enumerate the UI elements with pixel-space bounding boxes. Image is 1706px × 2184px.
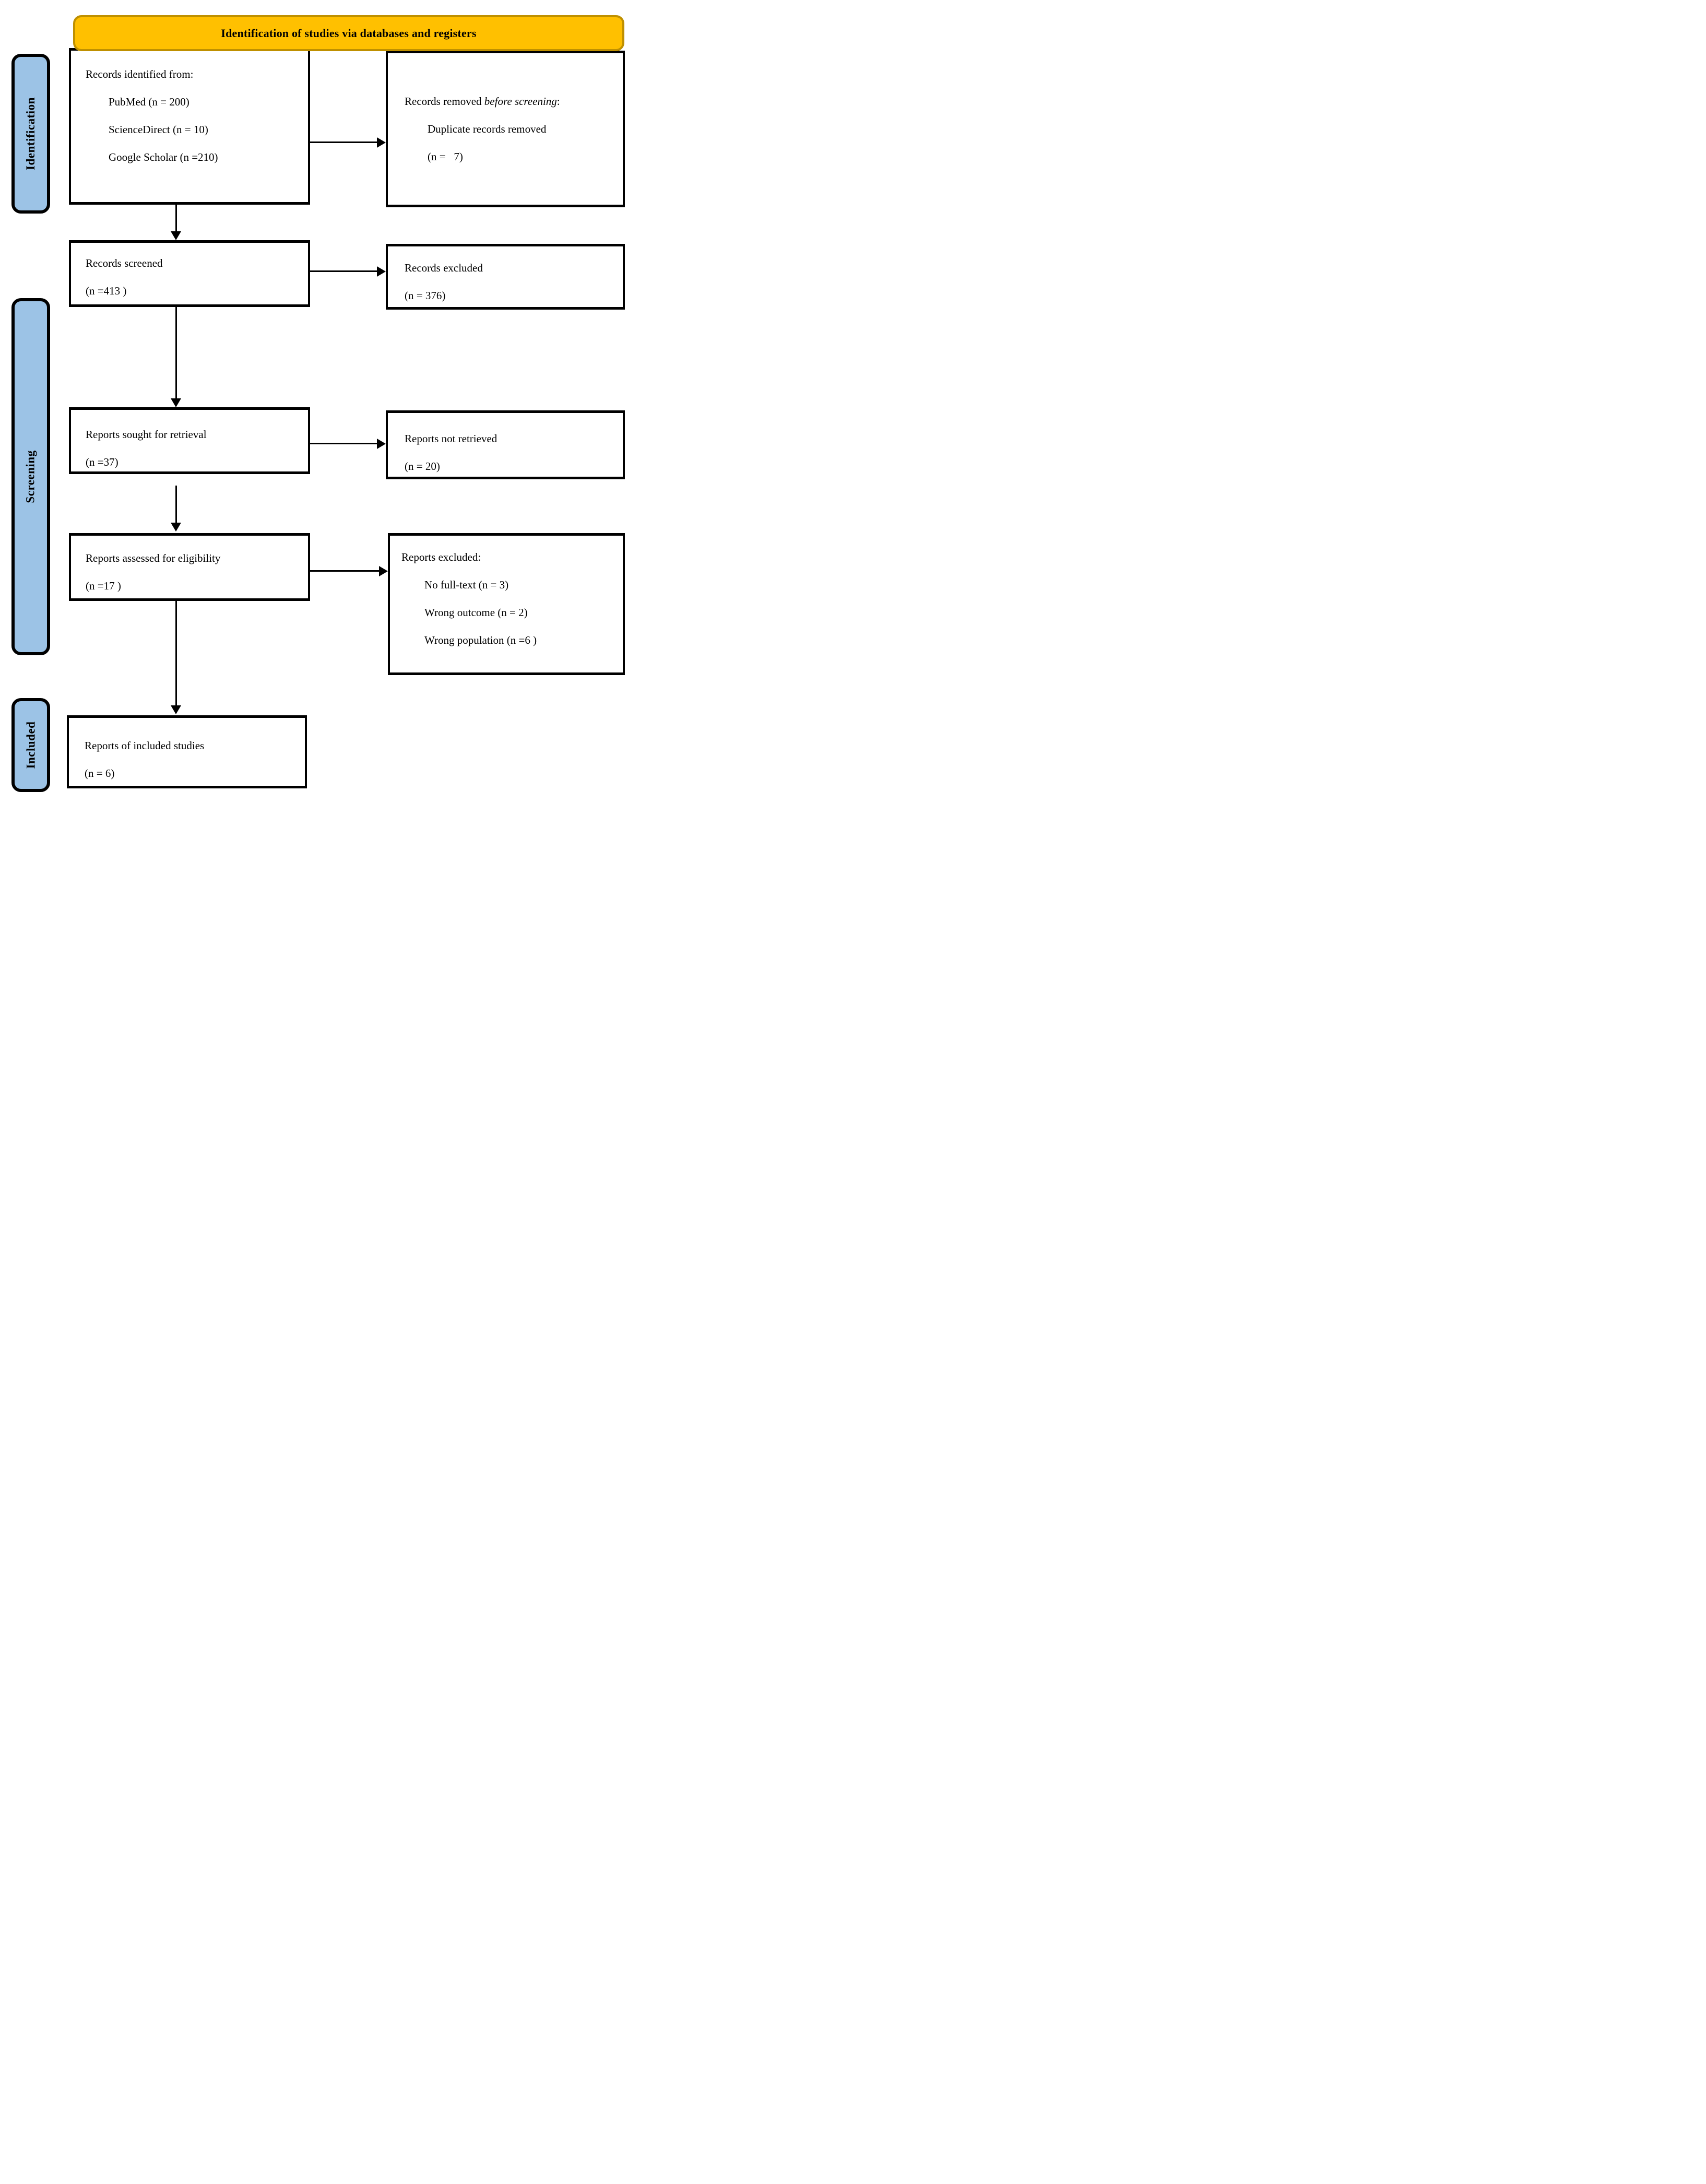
arrow-identified-to-removed-shaft: [310, 141, 378, 143]
arrow-identified-to-screened-head: [171, 231, 181, 240]
box-records-screened: Records screened (n =413 ): [69, 240, 310, 307]
box-reports-assessed: Reports assessed for eligibility (n =17 …: [69, 533, 310, 601]
excluded-wrong-outcome: Wrong outcome (n = 2): [424, 606, 528, 619]
title-banner: Identification of studies via databases …: [73, 15, 624, 51]
included-studies-count: (n = 6): [85, 767, 115, 780]
source-sciencedirect: ScienceDirect (n = 10): [109, 123, 208, 136]
arrow-assessed-to-excluded-head: [379, 566, 388, 576]
excluded-wrong-population: Wrong population (n =6 ): [424, 634, 537, 646]
arrow-identified-to-screened-shaft: [175, 205, 177, 232]
arrow-screened-to-sought-head: [171, 398, 181, 407]
included-studies-label: Reports of included studies: [85, 739, 205, 752]
box-reports-not-retrieved: Reports not retrieved (n = 20): [386, 410, 625, 479]
stage-included: Included: [11, 698, 50, 792]
source-pubmed: PubMed (n = 200): [109, 96, 189, 108]
records-excluded-count: (n = 376): [405, 289, 446, 302]
records-removed-suffix: :: [556, 95, 560, 108]
arrow-screened-to-sought-shaft: [175, 307, 177, 399]
arrow-sought-to-assessed-head: [171, 523, 181, 532]
prisma-flow-diagram: Identification of studies via databases …: [0, 0, 626, 802]
reports-sought-count: (n =37): [86, 456, 119, 468]
reports-assessed-label: Reports assessed for eligibility: [86, 552, 221, 564]
reports-not-retrieved-count: (n = 20): [405, 460, 440, 473]
records-removed-heading: Records removed before screening:: [405, 95, 613, 109]
arrow-screened-to-excluded-shaft: [310, 270, 378, 272]
arrow-sought-to-notretrieved-head: [377, 439, 386, 449]
duplicates-removed-count: (n = 7): [428, 150, 463, 163]
reports-sought-label: Reports sought for retrieval: [86, 428, 207, 441]
box-records-removed: Records removed before screening: Duplic…: [386, 51, 625, 207]
box-included-studies: Reports of included studies (n = 6): [67, 715, 307, 788]
stage-screening: Screening: [11, 298, 50, 655]
box-records-identified: Records identified from: PubMed (n = 200…: [69, 48, 310, 205]
records-screened-label: Records screened: [86, 257, 163, 269]
diagram-title: Identification of studies via databases …: [221, 26, 477, 40]
box-reports-excluded-reasons: Reports excluded: No full-text (n = 3) W…: [388, 533, 625, 675]
arrow-screened-to-excluded-head: [377, 266, 386, 277]
arrow-identified-to-removed-head: [377, 137, 386, 148]
arrow-assessed-to-included-head: [171, 705, 181, 714]
stage-screening-label: Screening: [24, 450, 37, 503]
box-records-excluded: Records excluded (n = 376): [386, 244, 625, 310]
arrow-sought-to-notretrieved-shaft: [310, 443, 378, 444]
reports-excluded-heading: Reports excluded:: [401, 551, 481, 563]
excluded-no-fulltext: No full-text (n = 3): [424, 579, 509, 591]
reports-assessed-count: (n =17 ): [86, 580, 121, 592]
stage-identification-label: Identification: [24, 97, 38, 170]
stage-identification: Identification: [11, 54, 50, 214]
arrow-assessed-to-excluded-shaft: [310, 570, 380, 572]
records-excluded-label: Records excluded: [405, 262, 483, 274]
reports-not-retrieved-label: Reports not retrieved: [405, 432, 497, 445]
duplicates-removed-label: Duplicate records removed: [428, 122, 547, 135]
source-google-scholar: Google Scholar (n =210): [109, 151, 218, 163]
records-screened-count: (n =413 ): [86, 285, 127, 297]
stage-included-label: Included: [24, 721, 37, 769]
arrow-sought-to-assessed-shaft: [175, 486, 177, 523]
records-removed-prefix: Records removed: [405, 95, 484, 108]
box-reports-sought: Reports sought for retrieval (n =37): [69, 407, 310, 474]
arrow-assessed-to-included-shaft: [175, 601, 177, 706]
records-identified-heading: Records identified from:: [86, 68, 194, 80]
records-removed-italic: before screening: [484, 95, 557, 108]
